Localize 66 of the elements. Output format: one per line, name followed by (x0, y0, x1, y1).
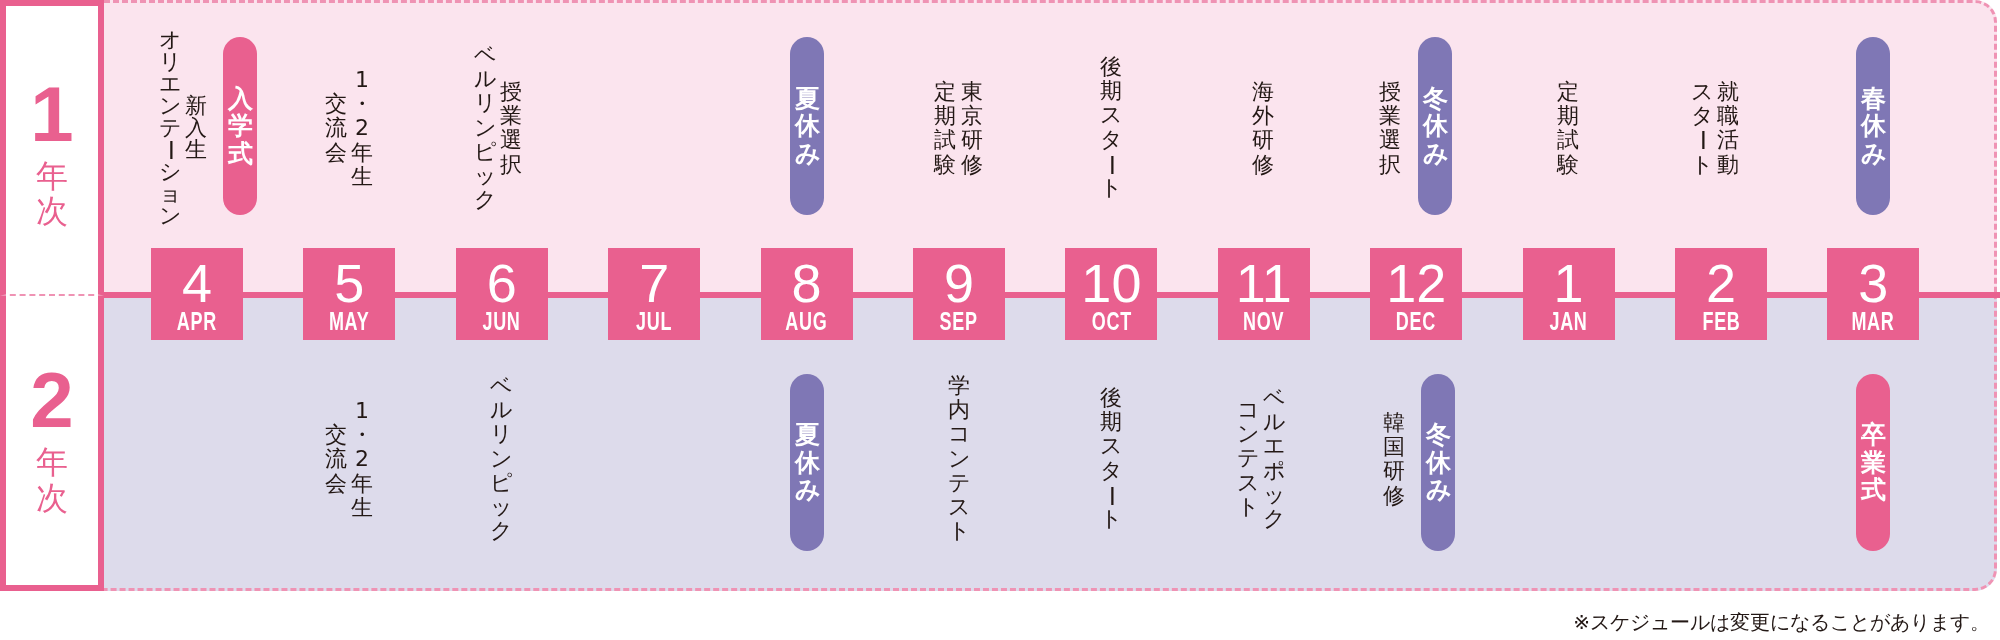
month-box (303, 248, 396, 340)
month-box (1675, 248, 1767, 340)
month-number: 12 (1386, 256, 1447, 310)
month-abbreviation: MAR (1851, 309, 1895, 334)
event-label: 後期スタート (1100, 55, 1122, 201)
month-box (1522, 248, 1615, 340)
month-abbreviation: JUL (636, 309, 673, 334)
month-number: 7 (639, 256, 670, 310)
month-box (1827, 248, 1920, 340)
event-pill: 冬休み (1421, 374, 1455, 551)
event-label: 後期スタート (1100, 386, 1122, 532)
year-number: 2 (30, 365, 74, 436)
year-number: 1 (30, 78, 74, 149)
month-number: 11 (1235, 256, 1292, 310)
month-number: 10 (1081, 256, 1142, 310)
month-abbreviation: DEC (1396, 309, 1437, 334)
month-box (455, 248, 548, 340)
year-header-cell (0, 0, 104, 296)
month-box (1065, 248, 1158, 340)
year-label: 年次 (36, 158, 68, 230)
month-box (913, 248, 1005, 340)
event-pill: 卒業式 (1856, 374, 1890, 551)
event-label: 東京研修 (961, 79, 983, 177)
footnote-text: ※スケジュールは変更になることがあります。 (1573, 610, 1990, 634)
month-box (1370, 248, 1463, 340)
month-abbreviation: AUG (785, 309, 828, 334)
event-pill: 夏休み (790, 374, 824, 551)
month-number: 2 (1705, 256, 1736, 310)
month-number: 5 (334, 256, 365, 310)
event-label: 学内コンテスト (948, 374, 970, 544)
event-label: 海外研修 (1252, 79, 1274, 177)
month-abbreviation: MAY (329, 309, 370, 334)
event-label: 授業選択 (500, 79, 522, 177)
event-label: 1・2年生交流会 (325, 398, 373, 520)
event-label: 就職活動スタート (1691, 79, 1739, 177)
event-label: 韓国研修 (1383, 410, 1405, 508)
month-abbreviation: NOV (1243, 309, 1285, 334)
event-label: ベルリンピック (490, 374, 512, 544)
month-number: 8 (791, 256, 822, 310)
event-label: ベルリンピック (474, 43, 496, 213)
event-pill: 冬休み (1418, 37, 1452, 215)
month-box (760, 248, 853, 340)
month-abbreviation: JAN (1549, 309, 1588, 334)
month-box (151, 248, 243, 340)
year-header-cell (0, 296, 104, 591)
event-pill: 夏休み (790, 37, 824, 215)
event-pill: 春休み (1856, 37, 1890, 215)
event-label: 定期試験 (934, 79, 956, 177)
year-label: 年次 (36, 445, 68, 516)
month-number: 3 (1858, 256, 1889, 310)
month-abbreviation: SEP (939, 309, 979, 334)
month-number: 1 (1553, 256, 1584, 310)
event-pill: 入学式 (223, 37, 257, 215)
event-label: 1・2年生交流会 (325, 67, 373, 189)
month-abbreviation: APR (176, 309, 218, 334)
event-label: 授業選択 (1379, 79, 1401, 177)
month-number: 9 (943, 256, 974, 310)
event-label: 定期試験 (1557, 79, 1579, 177)
month-box (608, 248, 701, 340)
month-number: 4 (181, 256, 212, 310)
month-abbreviation: OCT (1091, 309, 1132, 334)
month-abbreviation: FEB (1701, 309, 1741, 334)
month-abbreviation: JUN (482, 309, 521, 334)
event-label: 新入生オリエンテーション (159, 29, 207, 227)
month-box (1217, 248, 1310, 340)
month-number: 6 (486, 256, 517, 310)
